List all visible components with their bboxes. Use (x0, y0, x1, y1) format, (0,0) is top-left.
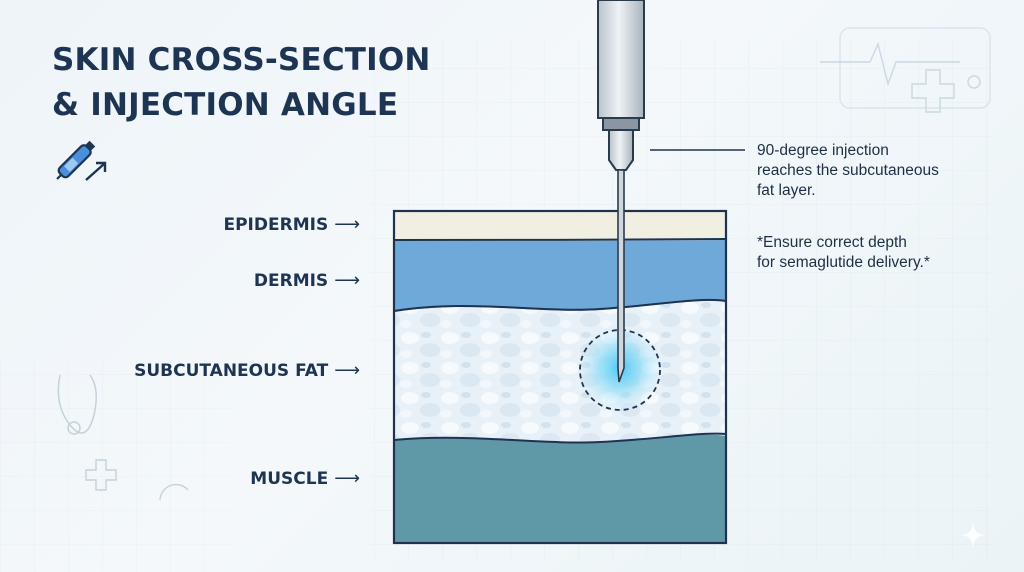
injection-note: 90-degree injection reaches the subcutan… (757, 142, 939, 199)
arrow-right-icon: ⟶ (334, 270, 360, 291)
syringe-hub (608, 129, 634, 171)
diagram-frame (392, 209, 728, 545)
injection-target-circle (579, 329, 661, 411)
syringe-collar (602, 117, 640, 131)
subcutaneous-fat-layer (394, 298, 726, 443)
label-epidermis: EPIDERMIS⟶ (223, 214, 360, 235)
syringe (597, 0, 645, 383)
heartbeat-icon (820, 27, 991, 109)
arrow-right-icon: ⟶ (334, 468, 360, 489)
title-line-1: SKIN CROSS-SECTION (52, 42, 431, 78)
page-title: SKIN CROSS-SECTION & INJECTION ANGLE (52, 38, 431, 128)
stethoscope-icon (57, 374, 97, 435)
syringe-barrel (597, 0, 645, 119)
title-line-2: & INJECTION ANGLE (52, 87, 399, 123)
injection-pen-icon (56, 140, 107, 181)
medical-cross-icon (85, 459, 117, 491)
medical-cross-icon (911, 69, 955, 113)
arrow-right-icon: ⟶ (334, 214, 360, 235)
dermis-layer (394, 238, 726, 312)
arrow-right-icon: ⟶ (334, 360, 360, 381)
muscle-layer (394, 433, 726, 543)
needle (617, 169, 625, 383)
label-muscle: MUSCLE⟶ (250, 468, 360, 489)
epidermis-layer (394, 210, 726, 241)
label-subcutaneous-fat: SUBCUTANEOUS FAT⟶ (134, 360, 360, 381)
label-dermis: DERMIS⟶ (253, 270, 360, 291)
sparkle-icon (960, 522, 986, 548)
depth-note: *Ensure correct depth for semaglutide de… (757, 234, 930, 271)
